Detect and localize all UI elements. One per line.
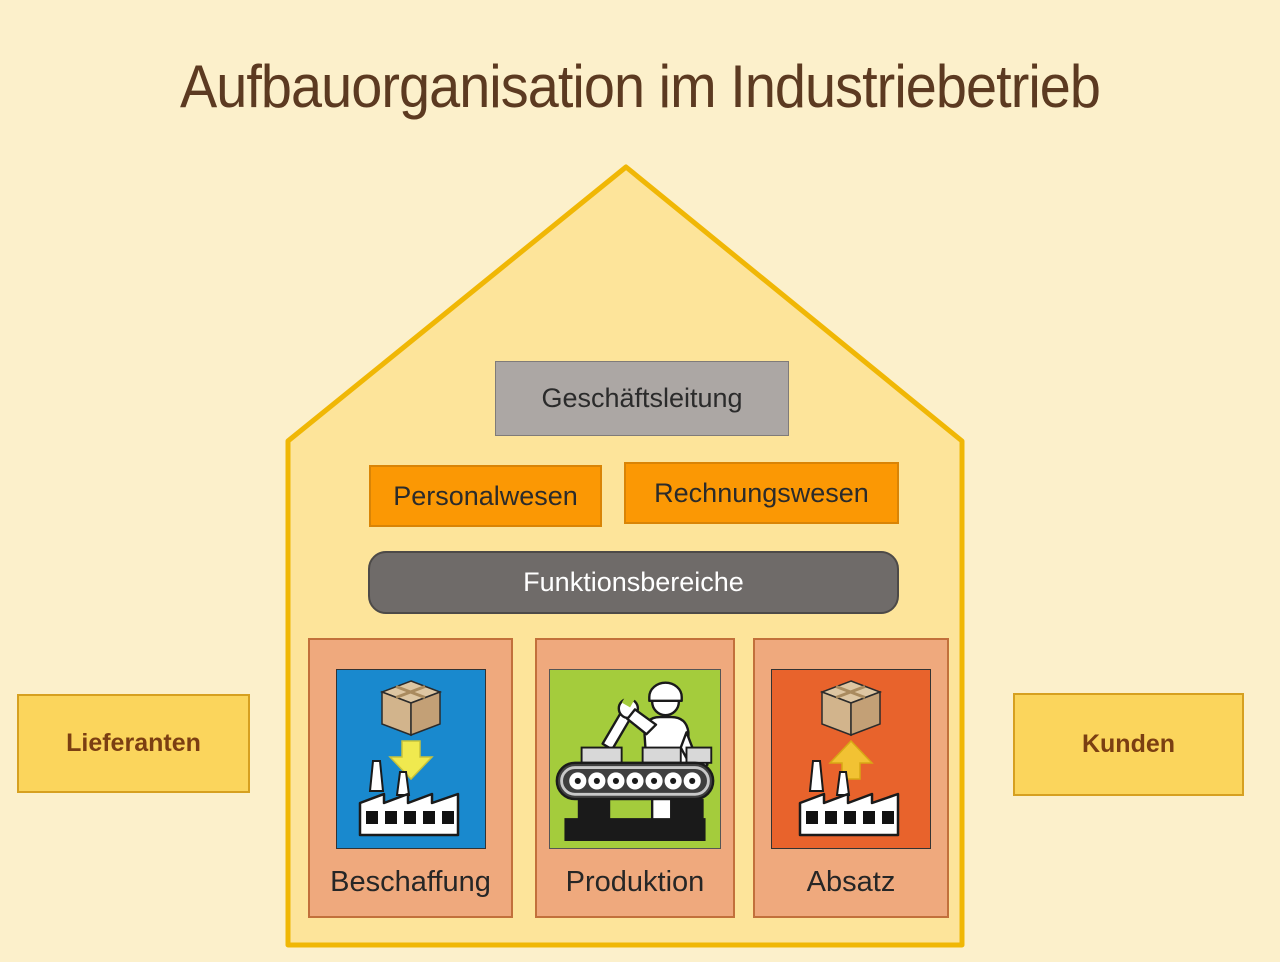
suppliers-label: Lieferanten (66, 729, 201, 757)
department-label-beschaffung: Beschaffung (330, 866, 491, 898)
management-box: Geschäftsleitung (495, 361, 789, 436)
staff-label-rechnungswesen: Rechnungswesen (654, 477, 869, 508)
suppliers-box: Lieferanten (17, 694, 250, 793)
customers-box: Kunden (1013, 693, 1244, 796)
beschaffung-icon-tile (335, 669, 486, 849)
department-card-produktion: Produktion (535, 638, 735, 918)
staff-box-personalwesen: Personalwesen (369, 465, 602, 527)
department-card-absatz: Absatz (753, 638, 949, 918)
functional-areas-bar: Funktionsbereiche (368, 551, 899, 614)
package-arrow-up-factory-icon (798, 680, 900, 837)
staff-box-rechnungswesen: Rechnungswesen (624, 462, 899, 524)
customers-label: Kunden (1081, 730, 1176, 758)
absatz-icon-tile (771, 669, 931, 849)
management-label: Geschäftsleitung (541, 383, 743, 413)
produktion-icon-tile (549, 669, 721, 849)
package-arrow-down-factory-icon (358, 680, 459, 837)
department-label-absatz: Absatz (806, 866, 896, 898)
department-card-beschaffung: Beschaffung (308, 638, 513, 918)
department-label-produktion: Produktion (565, 866, 705, 898)
worker-conveyor-icon (555, 681, 715, 841)
staff-label-personalwesen: Personalwesen (393, 480, 578, 511)
page-title: Aufbauorganisation im Industriebetrieb (179, 53, 1101, 120)
functional-areas-label: Funktionsbereiche (523, 567, 744, 597)
